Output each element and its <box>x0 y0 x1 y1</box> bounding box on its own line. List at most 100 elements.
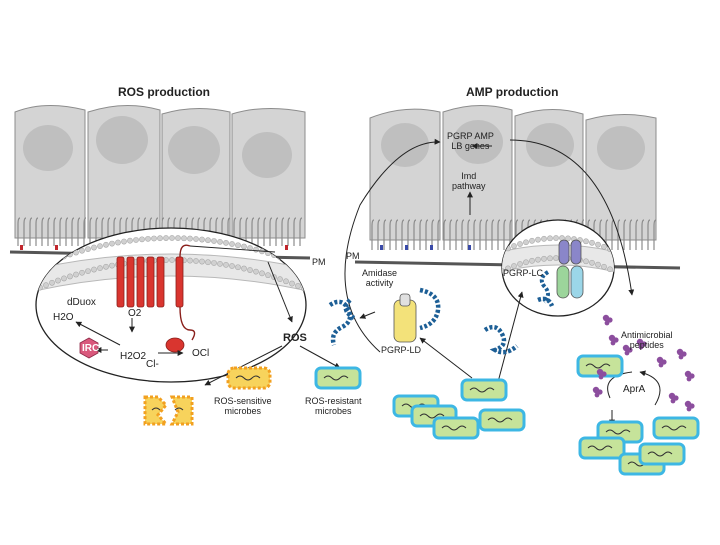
lipid-head <box>541 255 547 262</box>
microvillus <box>293 217 297 246</box>
microvillus <box>299 217 303 246</box>
lipid-head <box>289 280 295 287</box>
microvillus <box>497 219 501 250</box>
lipid-head <box>229 241 235 247</box>
lipid-head <box>523 259 529 266</box>
lipid-head <box>169 257 175 263</box>
lipid-head <box>193 236 199 242</box>
microvillus <box>287 217 291 246</box>
peptidoglycan-fragments <box>328 287 555 355</box>
right-nucleus-3 <box>526 123 574 167</box>
peptide <box>627 347 633 353</box>
lipid-head <box>67 273 73 280</box>
microvillus <box>119 217 123 246</box>
antimicrobial-peptides <box>592 314 695 412</box>
lipid-head <box>601 263 607 270</box>
microvillus <box>89 217 93 246</box>
lipid-head <box>283 278 289 285</box>
lipid-head <box>157 235 163 242</box>
label-imd-pathway: Imd pathway <box>452 171 486 191</box>
pgrp-ld <box>393 293 417 343</box>
lipid-head <box>211 238 217 244</box>
lipid-head <box>55 255 61 262</box>
label-duox: dDuox <box>67 297 96 308</box>
left-nucleus-2 <box>96 116 148 164</box>
lipid-head <box>211 260 217 266</box>
lipid-head <box>241 243 247 250</box>
microbe-dna <box>487 417 513 423</box>
lipid-head <box>97 243 103 250</box>
microvillus <box>41 217 45 246</box>
peptide <box>607 317 613 323</box>
microvillus <box>401 219 405 250</box>
microvillus <box>53 217 57 246</box>
lipid-head <box>91 244 97 251</box>
lipid-head <box>85 246 91 252</box>
microvillus <box>653 219 657 250</box>
peptide <box>601 371 607 377</box>
peptide <box>670 398 676 404</box>
left-nucleus-4 <box>242 132 292 178</box>
microvillus <box>461 219 465 250</box>
lipid-head <box>259 270 265 277</box>
microvillus <box>485 219 489 250</box>
microvillus <box>245 217 249 246</box>
microvillus <box>635 219 639 250</box>
microbe-dna <box>647 451 673 457</box>
microvillus <box>407 219 411 250</box>
label-pgrp-lc: PGRP-LC <box>503 268 544 278</box>
microvillus <box>455 219 459 250</box>
microvillus <box>251 217 255 246</box>
microvillus <box>71 217 75 246</box>
peroxidase-domain <box>165 337 185 353</box>
microvillus <box>221 217 225 246</box>
peptide <box>673 395 679 401</box>
peptide <box>598 374 604 380</box>
peptide <box>689 403 695 409</box>
peptide <box>597 389 603 395</box>
lipid-head <box>535 236 541 243</box>
lipid-head <box>265 272 271 279</box>
microvillus <box>77 217 81 246</box>
lipid-head <box>553 235 559 241</box>
lipid-head <box>151 235 157 242</box>
left-nucleus-3 <box>168 126 220 174</box>
lipid-head <box>127 237 133 244</box>
left-bilayer <box>36 253 306 293</box>
lipid-head <box>121 238 127 245</box>
right-nucleus-4 <box>597 126 645 170</box>
left-epithelium <box>9 104 311 260</box>
ros-resistant-microbe <box>460 378 508 402</box>
lipid-head <box>505 265 511 272</box>
microvillus <box>281 217 285 246</box>
ros-resistant-microbes <box>314 354 700 476</box>
peptide <box>681 351 687 357</box>
lipid-head <box>502 268 505 274</box>
lipid-head <box>163 235 169 241</box>
lipid-head <box>595 261 601 268</box>
microvillus <box>143 217 147 246</box>
microvillus <box>593 219 597 250</box>
ros-resistant-microbe <box>652 416 700 440</box>
lipid-head <box>529 237 535 244</box>
irc-hexagon <box>79 337 99 359</box>
microvillus <box>491 219 495 250</box>
lipid-head <box>511 243 517 249</box>
lipid-head <box>85 268 91 274</box>
lipid-head <box>133 237 139 243</box>
lipid-head <box>541 235 547 242</box>
lipid-head <box>517 261 523 267</box>
lipid-head <box>583 258 589 265</box>
microvillus <box>17 217 21 246</box>
microvillus <box>269 217 273 246</box>
lipid-head <box>241 265 247 272</box>
lipid-head <box>193 258 199 264</box>
lipid-head <box>139 236 145 243</box>
label-antimicrobial-peptides: Antimicrobial peptides <box>621 330 673 350</box>
lipid-head <box>97 265 103 272</box>
label-h2o: H2O <box>53 312 74 323</box>
lipid-head <box>235 242 241 249</box>
label-ros-resistant-microbes: ROS-resistant microbes <box>305 396 362 416</box>
right-nucleus-2 <box>453 120 503 164</box>
